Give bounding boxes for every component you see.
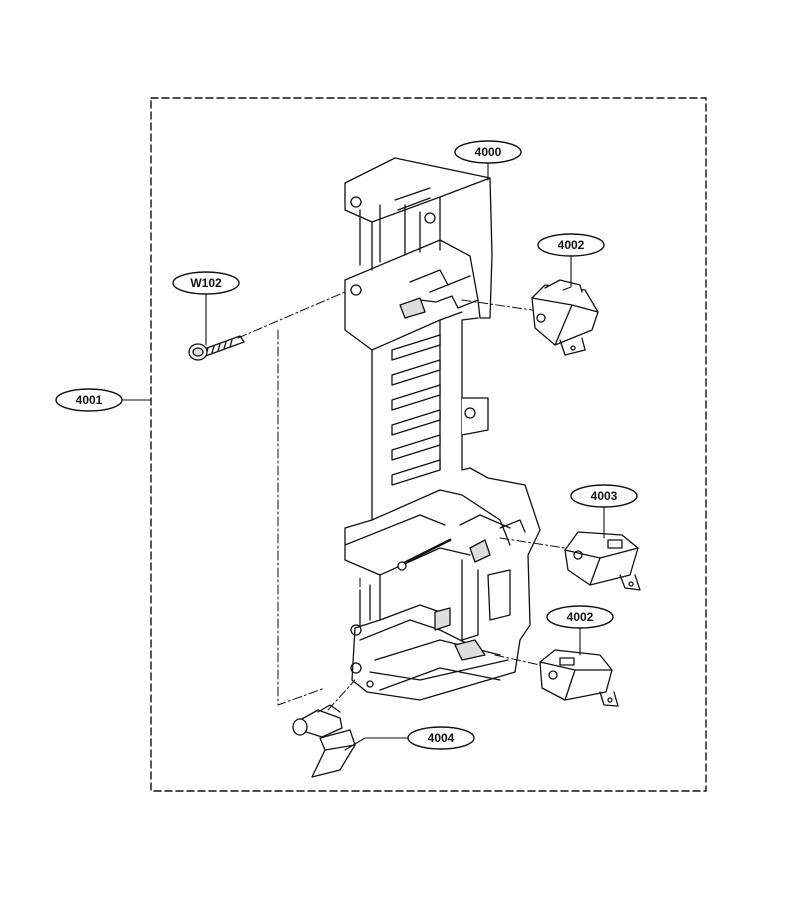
switch-top-part: [531, 279, 599, 356]
label-switch-top-text: 4002: [558, 238, 585, 252]
label-lever-text: 4004: [428, 731, 455, 745]
assembly-boundary: [150, 97, 707, 792]
label-switch-middle: 4003: [570, 484, 638, 508]
label-screw-text: W102: [190, 276, 222, 290]
lever-part: [292, 704, 356, 778]
label-frame-text: 4000: [475, 145, 502, 159]
alignment-lines: [237, 291, 566, 711]
screw-part: [188, 335, 245, 361]
label-switch-middle-text: 4003: [591, 489, 618, 503]
label-screw: W102: [172, 271, 240, 295]
switch-bottom-part: [539, 649, 619, 707]
label-switch-bottom: 4002: [546, 605, 614, 629]
label-assembly-text: 4001: [76, 393, 103, 407]
switch-middle-part: [564, 531, 641, 591]
label-switch-top: 4002: [537, 233, 605, 257]
label-assembly: 4001: [55, 388, 123, 412]
label-switch-bottom-text: 4002: [567, 610, 594, 624]
label-lever: 4004: [407, 726, 475, 750]
frame-part: [344, 157, 541, 701]
frame-ribs: [391, 334, 441, 486]
label-frame: 4000: [454, 140, 522, 164]
leader-lines: [122, 162, 605, 751]
